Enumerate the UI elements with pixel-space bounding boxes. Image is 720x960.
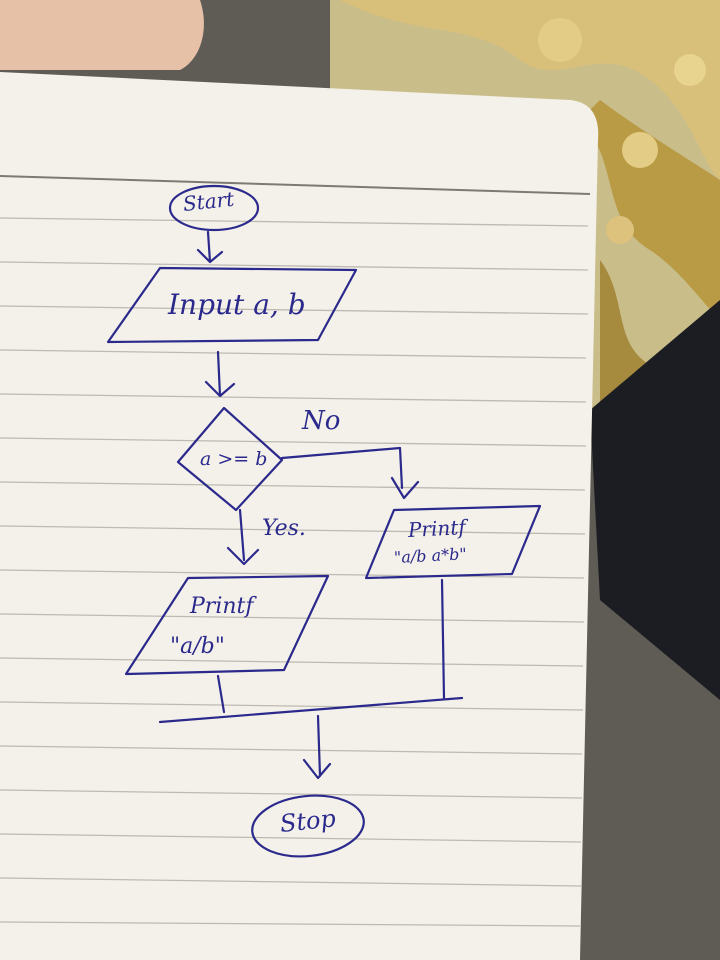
start-terminal (168, 184, 260, 232)
input-label: Input a, b (168, 288, 306, 321)
no-label: No (302, 406, 341, 436)
print-no-line2: "a/b a*b" (393, 544, 468, 567)
print-yes-line1: Printf (190, 594, 254, 619)
print-yes-parallelogram (124, 574, 330, 676)
print-yes-line2: "a/b" (170, 634, 225, 659)
print-no-parallelogram (364, 504, 542, 580)
decision-label: a >= b (200, 448, 268, 470)
no-branch-line (280, 446, 420, 500)
yes-path-down (216, 674, 226, 714)
flowchart-drawing (106, 184, 542, 858)
arrow-merge-stop (302, 714, 332, 780)
stop-terminal (251, 794, 365, 858)
laptop-edge (590, 300, 720, 700)
arrow-start-input (196, 230, 224, 264)
finger (0, 0, 204, 70)
merge-line (158, 696, 464, 724)
print-no-line1: Printf (407, 514, 467, 542)
no-path-down (440, 578, 446, 700)
yes-branch-arrow (226, 508, 260, 566)
ruled-lines (0, 217, 589, 927)
notebook-page (0, 72, 599, 960)
decision-diamond (176, 406, 284, 512)
page-top-rule (0, 175, 591, 195)
input-parallelogram (106, 266, 358, 344)
stop-label: Stop (278, 804, 338, 838)
arrow-input-decision (204, 350, 236, 398)
yes-label: Yes. (262, 516, 306, 541)
